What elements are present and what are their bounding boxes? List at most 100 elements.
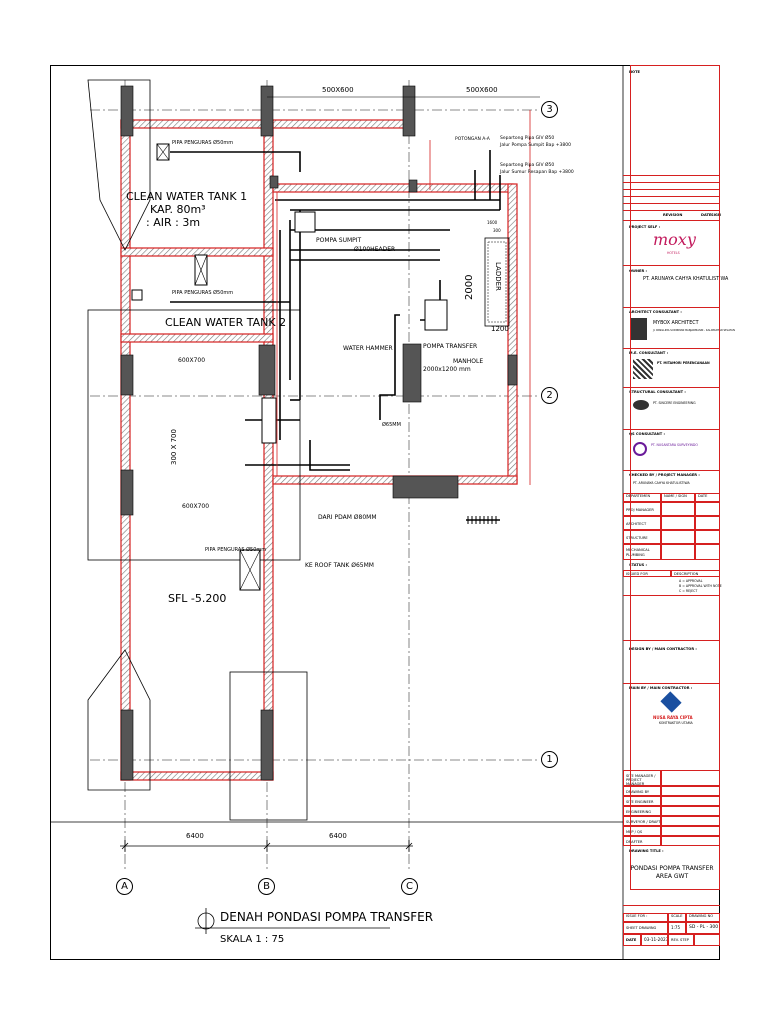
sign-cell [661, 806, 720, 816]
contractor-sub: KONTRAKTOR UTAMA [659, 721, 693, 725]
columns [120, 85, 518, 781]
sign-cell [661, 770, 720, 786]
tb-divider [623, 175, 720, 176]
rev-label: REV. STEP [668, 934, 694, 946]
dim-1200-label: 1200 [491, 325, 509, 333]
ladder-label: LADDER [494, 262, 502, 291]
architect-address: Jl. PANGLIMA SUDIRMAN BANJARMASIN - KALI… [653, 329, 735, 332]
tb-divider [623, 203, 720, 204]
architect-logo [631, 318, 647, 340]
note-3: Separtong Pipa GIV Ø50 [500, 163, 555, 168]
potongan-label: POTONGAN A-A [455, 137, 490, 142]
table-row: PROJ MANAGER [623, 502, 661, 516]
dim-2000-label: 2000 [464, 274, 475, 300]
tank1-label: CLEAN WATER TANK 1 KAP. 80m³ : AIR : 3m [126, 190, 247, 229]
tb-divider [623, 348, 720, 349]
sign-cell [661, 796, 720, 806]
col-dim-1: 600X700 [178, 357, 206, 364]
design-label: DESIGN BY / MAIN CONTRACTOR : [629, 647, 697, 651]
note-label: NOTE [629, 70, 640, 74]
table-row: ARCHITECT [623, 516, 661, 530]
tb-divider [623, 429, 720, 430]
structural-label: STRUCTURAL CONSULTANT : [629, 390, 686, 394]
table-head-date: DATE [695, 493, 720, 502]
structural-value: PT. SINCERE ENGINEERING [653, 401, 696, 405]
sign-row: SITE ENGINEER [623, 796, 661, 806]
table-row: MECHANICAL PLUMBING [623, 544, 661, 560]
date-label: DATE [701, 213, 712, 217]
pipa-pengurasan-1: PIPA PENGURAS Ø50mm [172, 140, 234, 146]
drawing-title-value: PONDASI POMPA TRANSFER AREA GWT [630, 865, 714, 880]
bottom-dim-1: 6400 [186, 832, 204, 840]
ke-roof-label: KE ROOF TANK Ø65MM [305, 562, 374, 569]
tb-divider [623, 210, 720, 211]
note-2: Jalur Pompa Sumpit Bap +3800 [500, 143, 571, 148]
issue-cell: ISSUE FOR : [623, 913, 668, 922]
checked-label: CHECKED BY / PROJECT MANAGER : [629, 473, 700, 477]
owner-label: OWNER : [629, 269, 647, 273]
scale-label: SCALE [668, 913, 686, 922]
status-item: C = REJECT [679, 589, 698, 593]
structural-logo [633, 400, 649, 410]
table-row: STRUCTURE [623, 530, 661, 544]
sfl-label: SFL -5.200 [168, 592, 227, 605]
tb-divider [623, 307, 720, 308]
table-cell [695, 502, 720, 516]
note-4: Jalur Sumur Resapan Bap +3800 [500, 170, 574, 175]
table-cell [695, 516, 720, 530]
header-label: Ø100HEADER [354, 246, 396, 253]
grid-bubble-1: 1 [541, 751, 558, 768]
pompa-transfer-label: POMPA TRANSFER [423, 343, 478, 350]
qs-value: PT. NUSANTARA SURVEYINDO [651, 443, 698, 447]
rev-value [694, 934, 720, 946]
qs-logo [633, 442, 647, 456]
sign-cell [661, 786, 720, 796]
tb-divider [623, 387, 720, 388]
date-label-cell: DATE [623, 934, 641, 946]
tb-divider [623, 196, 720, 197]
grid-bubble-b: B [258, 878, 275, 895]
sign-row: ENGINEERING [623, 806, 661, 816]
architect-value: MYBOX ARCHITECT [653, 321, 699, 326]
table-head-name: NAME / SIGN [661, 493, 695, 502]
me-logo [633, 359, 653, 379]
tb-divider [623, 683, 720, 684]
col-dim-2: 300 X 700 [170, 429, 178, 465]
note-1: Separtong Pipa GIV Ø50 [500, 136, 555, 141]
sign-row: DRAFTER [623, 836, 661, 846]
sign-row: MEP / QS [623, 826, 661, 836]
water-hammer-label: WATER HAMMER [343, 345, 393, 352]
tank1-line3: : AIR : 3m [146, 216, 201, 229]
contractor-logo [660, 691, 682, 713]
dari-pdam-label: DARI PDAM Ø80MM [318, 514, 377, 521]
project-label: PROJECT SELF : [629, 225, 661, 229]
tank1-line2: KAP. 80m³ [150, 203, 206, 216]
date-value: 03-11-2023 [641, 934, 668, 946]
manhole-label: MANHOLE 2000x1200 mm [423, 358, 483, 374]
me-value: PT. MITAMORI PERENCANAAN [657, 361, 710, 365]
bottom-dim-2: 6400 [329, 832, 347, 840]
sign-label: SIGN [711, 213, 721, 217]
sign-row: SITE MANAGER / PROJECT MANAGER [623, 770, 661, 786]
sheet-label: SHEET DRAWING [623, 922, 668, 934]
pompa-sumpit-label: POMPA SUMPIT [316, 237, 362, 244]
status-label: STATUS : [629, 563, 647, 567]
sign-cell [661, 826, 720, 836]
table-cell [695, 544, 720, 560]
status-col-issued: ISSUED FOR [623, 570, 671, 577]
manhole-line2: 2000x1200 mm [423, 366, 471, 373]
sign-cell [661, 836, 720, 846]
table-head-departemen: DEPARTEMEN [623, 493, 661, 502]
drawing-title: DENAH PONDASI POMPA TRANSFER [220, 910, 434, 924]
tb-divider [623, 265, 720, 266]
dim-1600-label: 1600 [487, 220, 498, 225]
drawing-title-label: DRAWING TITLE : [629, 849, 664, 853]
tb-divider [623, 905, 720, 906]
table-cell [661, 544, 695, 560]
tb-divider [623, 595, 720, 596]
checked-value: PT. ARUNAYA CAHYA KHATULISTIWA [633, 481, 690, 485]
contractor-value: NUSA RAYA CIPTA [653, 715, 693, 720]
tb-divider [623, 470, 720, 471]
tank2-label: CLEAN WATER TANK 2 [165, 316, 287, 329]
